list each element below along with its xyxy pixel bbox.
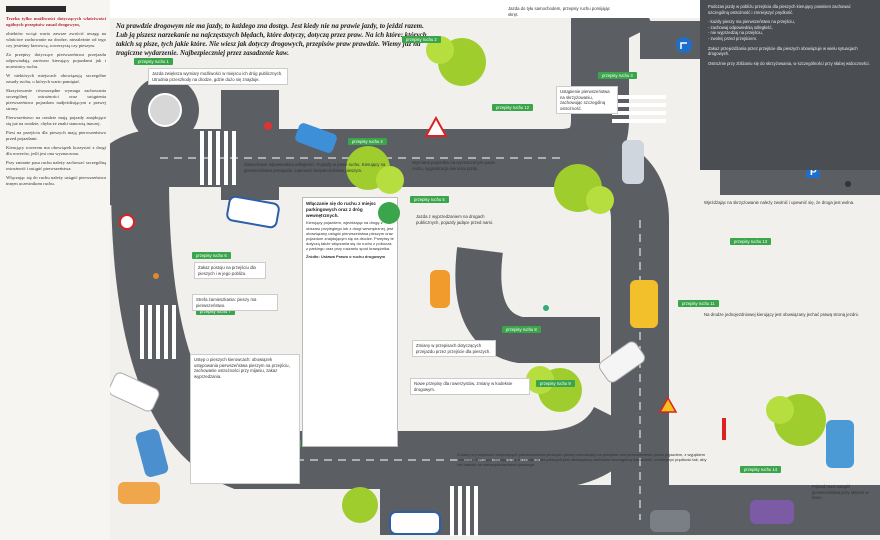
- article-paragraph: obiektów wciąż warto zawsze zwrócić uwag…: [6, 31, 106, 48]
- eco-badge-icon: [378, 202, 400, 224]
- car-purple-bottom: [750, 500, 794, 524]
- note: Na drodze jednojezdniowej kierujący jest…: [704, 312, 859, 317]
- zebra-crossing-bottom: [450, 486, 478, 536]
- zebra-crossing-upper: [200, 131, 236, 185]
- tree-group-bottom-left: [342, 487, 378, 523]
- rule-tag: przepisy ruchu 11: [678, 300, 719, 307]
- header-band: [0, 0, 880, 18]
- car-blue-top: [295, 123, 337, 153]
- note: Wjeżdżając na skrzyżowanie należy zwolni…: [704, 200, 855, 205]
- roundabout-center: [148, 93, 182, 127]
- cyclist-icon: [264, 122, 272, 130]
- car-blue-bottom-right: [826, 420, 854, 468]
- rule-tag: przepisy ruchu 8: [502, 326, 541, 333]
- barrier-sign-icon: [722, 418, 726, 440]
- zebra-crossing-left: [140, 305, 176, 359]
- police-car-bottom: [389, 511, 441, 535]
- article-paragraph: W niektórych miejscach obowiązują szczeg…: [6, 73, 106, 84]
- tree-group-bottom-center: [526, 366, 582, 412]
- info-box-header: Włączanie się do ruchu z miejsc parkingo…: [306, 201, 376, 218]
- warning-sign-icon: [424, 115, 448, 137]
- note: Zaniechanie odpowiedniej odległości. Poj…: [244, 162, 386, 173]
- note: Jazda z wyprzedzaniem na drogach publicz…: [416, 214, 494, 225]
- note: Pojazd musi ustąpić pierwszeństwa przy s…: [812, 484, 869, 501]
- warning-sign-small-icon: [658, 396, 678, 413]
- car-yellow-right: [630, 280, 658, 328]
- pedestrian-icon: [543, 305, 549, 311]
- rule-tag: przepisy ruchu 13: [730, 238, 772, 245]
- svg-text:P: P: [810, 167, 817, 178]
- side-panel-paragraph: - każdy pieszy ma pierwszeństwo na przej…: [708, 19, 795, 41]
- intro-text: Na prawdzie drogowym nie ma jazdy, to ka…: [116, 22, 427, 57]
- rule-tag: przepisy ruchu 6: [192, 252, 231, 259]
- rule-tag: przepisy ruchu 7: [196, 308, 235, 315]
- article-paragraph: Kierujący rowerem ma obowiązek korzystać…: [6, 145, 106, 156]
- note: Ustęp o pieszych kierowcach: obowiązek u…: [190, 354, 300, 484]
- car-white-middle: [598, 341, 646, 383]
- article-paragraph: Piesi na przejściu dla pieszych mają pie…: [6, 130, 106, 141]
- car-blue-left: [135, 429, 169, 477]
- rule-tag: przepisy ruchu 1: [134, 58, 173, 65]
- note: Nowe przepisy dla rowerzystów, zmiany w …: [410, 378, 530, 396]
- car-dark-bottom: [650, 510, 690, 532]
- note: Zakaz postoju na przejściu dla pieszych …: [194, 262, 266, 280]
- speed-limit-sign-icon: [119, 214, 135, 230]
- bottom-note-text: Zmiany w przepisach dotyczących pierwsze…: [457, 452, 707, 468]
- rule-tag: przepisy ruchu 14: [740, 466, 782, 473]
- tree-group-top: [426, 36, 486, 86]
- article-paragraph: Pierwszeństwo na rondzie mają pojazdy zn…: [6, 115, 106, 126]
- direction-sign-icon: [676, 37, 692, 53]
- rule-tag: przepisy ruchu 2: [402, 36, 441, 43]
- article-paragraph: Skrzyżowanie równorzędne wymaga zachowan…: [6, 88, 106, 111]
- side-panel-paragraph: Podczas jazdy w pobliżu przejścia dla pi…: [708, 4, 851, 15]
- article-paragraph: Włączając się do ruchu należy ustąpić pi…: [6, 175, 106, 186]
- tree-group-center: [554, 164, 614, 214]
- tree-group-bottom-right: [766, 394, 826, 446]
- article-column: Trzeba tylko możliwości dotyczących właś…: [0, 0, 110, 540]
- tree-group-middle: [346, 146, 404, 194]
- pedestrian-icon: [153, 273, 159, 279]
- road-middle-curve: [455, 247, 600, 363]
- bottom-note: Zmiany w przepisach dotyczących pierwsze…: [455, 450, 710, 496]
- zebra-crossing-right: [612, 95, 666, 123]
- side-panel-paragraph: Ostrożnie przy zbliżaniu się do skrzyżow…: [708, 60, 870, 66]
- rule-tag: przepisy ruchu 12: [492, 104, 534, 111]
- article-tag-bar: [6, 6, 66, 12]
- note: Strefa zamieszkania: pieszy ma pierwszeń…: [192, 294, 278, 312]
- car-orange-left: [430, 270, 450, 308]
- article-paragraph: Przy zmianie pasa ruchu należy zachować …: [6, 160, 106, 171]
- side-panel-paragraph: Zakaz przejeżdżania przez przejście dla …: [708, 45, 858, 57]
- info-box-footer: Źródło: Ustawa Prawo o ruchu drogowym: [306, 253, 386, 259]
- article-lead: Trzeba tylko możliwości dotyczących właś…: [6, 16, 106, 27]
- car-orange-bottom: [118, 482, 160, 504]
- note: Ustąpienie pierwszeństwa na skrzyżowaniu…: [556, 86, 618, 115]
- car-white-left: [108, 372, 160, 412]
- side-panel: Podczas jazdy w pobliżu przejścia dla pi…: [700, 0, 880, 170]
- note: Jazda do tyłu samochodem, przepisy ruchu…: [508, 6, 610, 17]
- rule-tag: przepisy ruchu 5: [410, 196, 449, 203]
- rule-tag: przepisy ruchu 3: [598, 72, 637, 79]
- car-white-right: [622, 140, 644, 184]
- note: Zmiany w przepisach dotyczących przejazd…: [412, 340, 496, 358]
- note: Jazda zwiększa wymiary możliwości w miej…: [148, 68, 288, 86]
- police-car: [226, 195, 280, 229]
- note: Wymiana pojazdów na wyznaczonym pasie ru…: [412, 160, 495, 171]
- rule-tag: przepisy ruchu 4: [348, 138, 387, 145]
- info-box-body: Kierujący pojazdem, wjeżdżając na drogę …: [306, 220, 394, 252]
- rule-tag: przepisy ruchu 9: [536, 380, 575, 387]
- article-paragraph: Za przepisy dotyczące pierwszeństwa prze…: [6, 52, 106, 69]
- cyclist-icon: [845, 181, 851, 187]
- info-box: Włączanie się do ruchu z miejsc parkingo…: [302, 197, 398, 447]
